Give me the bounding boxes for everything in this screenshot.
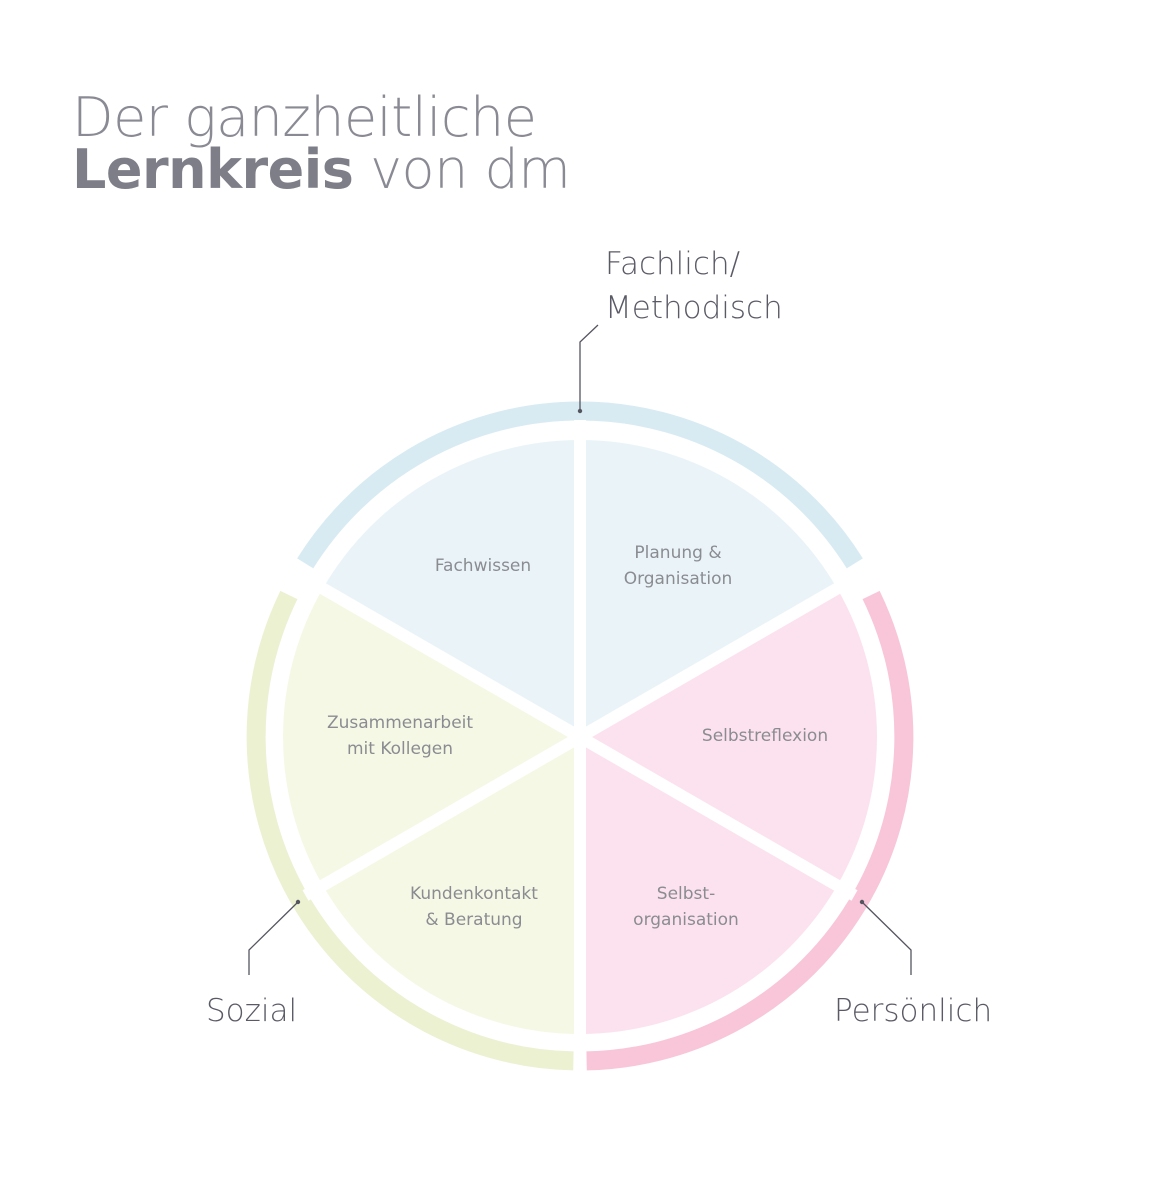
- segment-text: Kundenkontakt: [410, 884, 538, 904]
- title-rest: von dm: [353, 138, 571, 201]
- segment-text: Planung &: [634, 543, 722, 563]
- segment-label-planung: Planung & Organisation: [624, 540, 733, 592]
- title-line-2: Lernkreis von dm: [72, 143, 571, 197]
- wedge-planung: [580, 440, 838, 737]
- title-line-1: Der ganzheitliche: [72, 86, 537, 149]
- segment-label-kundenkontakt: Kundenkontakt & Beratung: [410, 881, 538, 933]
- ring-persoenlich: [586, 590, 914, 1071]
- separator-240: [302, 731, 584, 901]
- leader-line-persoenlich: [861, 901, 912, 975]
- leader-dot-sozial: [295, 899, 301, 905]
- separator-300: [302, 573, 584, 743]
- separator-60: [576, 573, 858, 743]
- wedge-selbstreflexion: [580, 588, 877, 886]
- leader-dot-persoenlich: [859, 899, 865, 905]
- category-fachlich-line1: Fachlich/: [605, 246, 741, 282]
- category-persoenlich-text: Persönlich: [834, 993, 993, 1029]
- category-sozial-text: Sozial: [206, 993, 298, 1029]
- leader-dot-fachlich: [577, 408, 583, 414]
- wedge-kundenkontakt: [322, 737, 580, 1034]
- wedge-selbstorganisation: [580, 737, 838, 1034]
- segment-text: & Beratung: [425, 910, 523, 930]
- segment-text: organisation: [633, 910, 739, 930]
- wedge-fachwissen: [322, 440, 580, 737]
- leader-line-sozial: [248, 901, 299, 975]
- category-label-fachlich: Fachlich/ Methodisch: [605, 242, 783, 330]
- wedge-zusammenarbeit: [283, 588, 580, 886]
- segment-text: Organisation: [623, 569, 733, 589]
- category-fachlich-line2: Methodisch: [605, 290, 783, 326]
- page-title: Der ganzheitliche Lernkreis von dm: [72, 86, 571, 197]
- leader-line-fachlich: [579, 324, 599, 411]
- ring-sozial: [246, 590, 574, 1071]
- segment-label-selbstreflexion: Selbstreflexion: [702, 723, 828, 749]
- segment-text: Zusammenarbeit: [326, 713, 474, 733]
- segment-text: Selbstreflexion: [701, 726, 829, 746]
- separator-120: [576, 731, 858, 901]
- title-bold-word: Lernkreis: [72, 138, 354, 201]
- segment-label-selbstorganisation: Selbst- organisation: [633, 881, 739, 933]
- segment-label-zusammenarbeit: Zusammenarbeit mit Kollegen: [327, 710, 473, 762]
- segment-label-fachwissen: Fachwissen: [435, 553, 531, 579]
- segment-text: mit Kollegen: [347, 739, 453, 759]
- segment-text: Fachwissen: [434, 556, 532, 576]
- category-label-persoenlich: Persönlich: [834, 989, 992, 1033]
- category-label-sozial: Sozial: [206, 989, 297, 1033]
- segment-text: Selbst-: [656, 884, 716, 904]
